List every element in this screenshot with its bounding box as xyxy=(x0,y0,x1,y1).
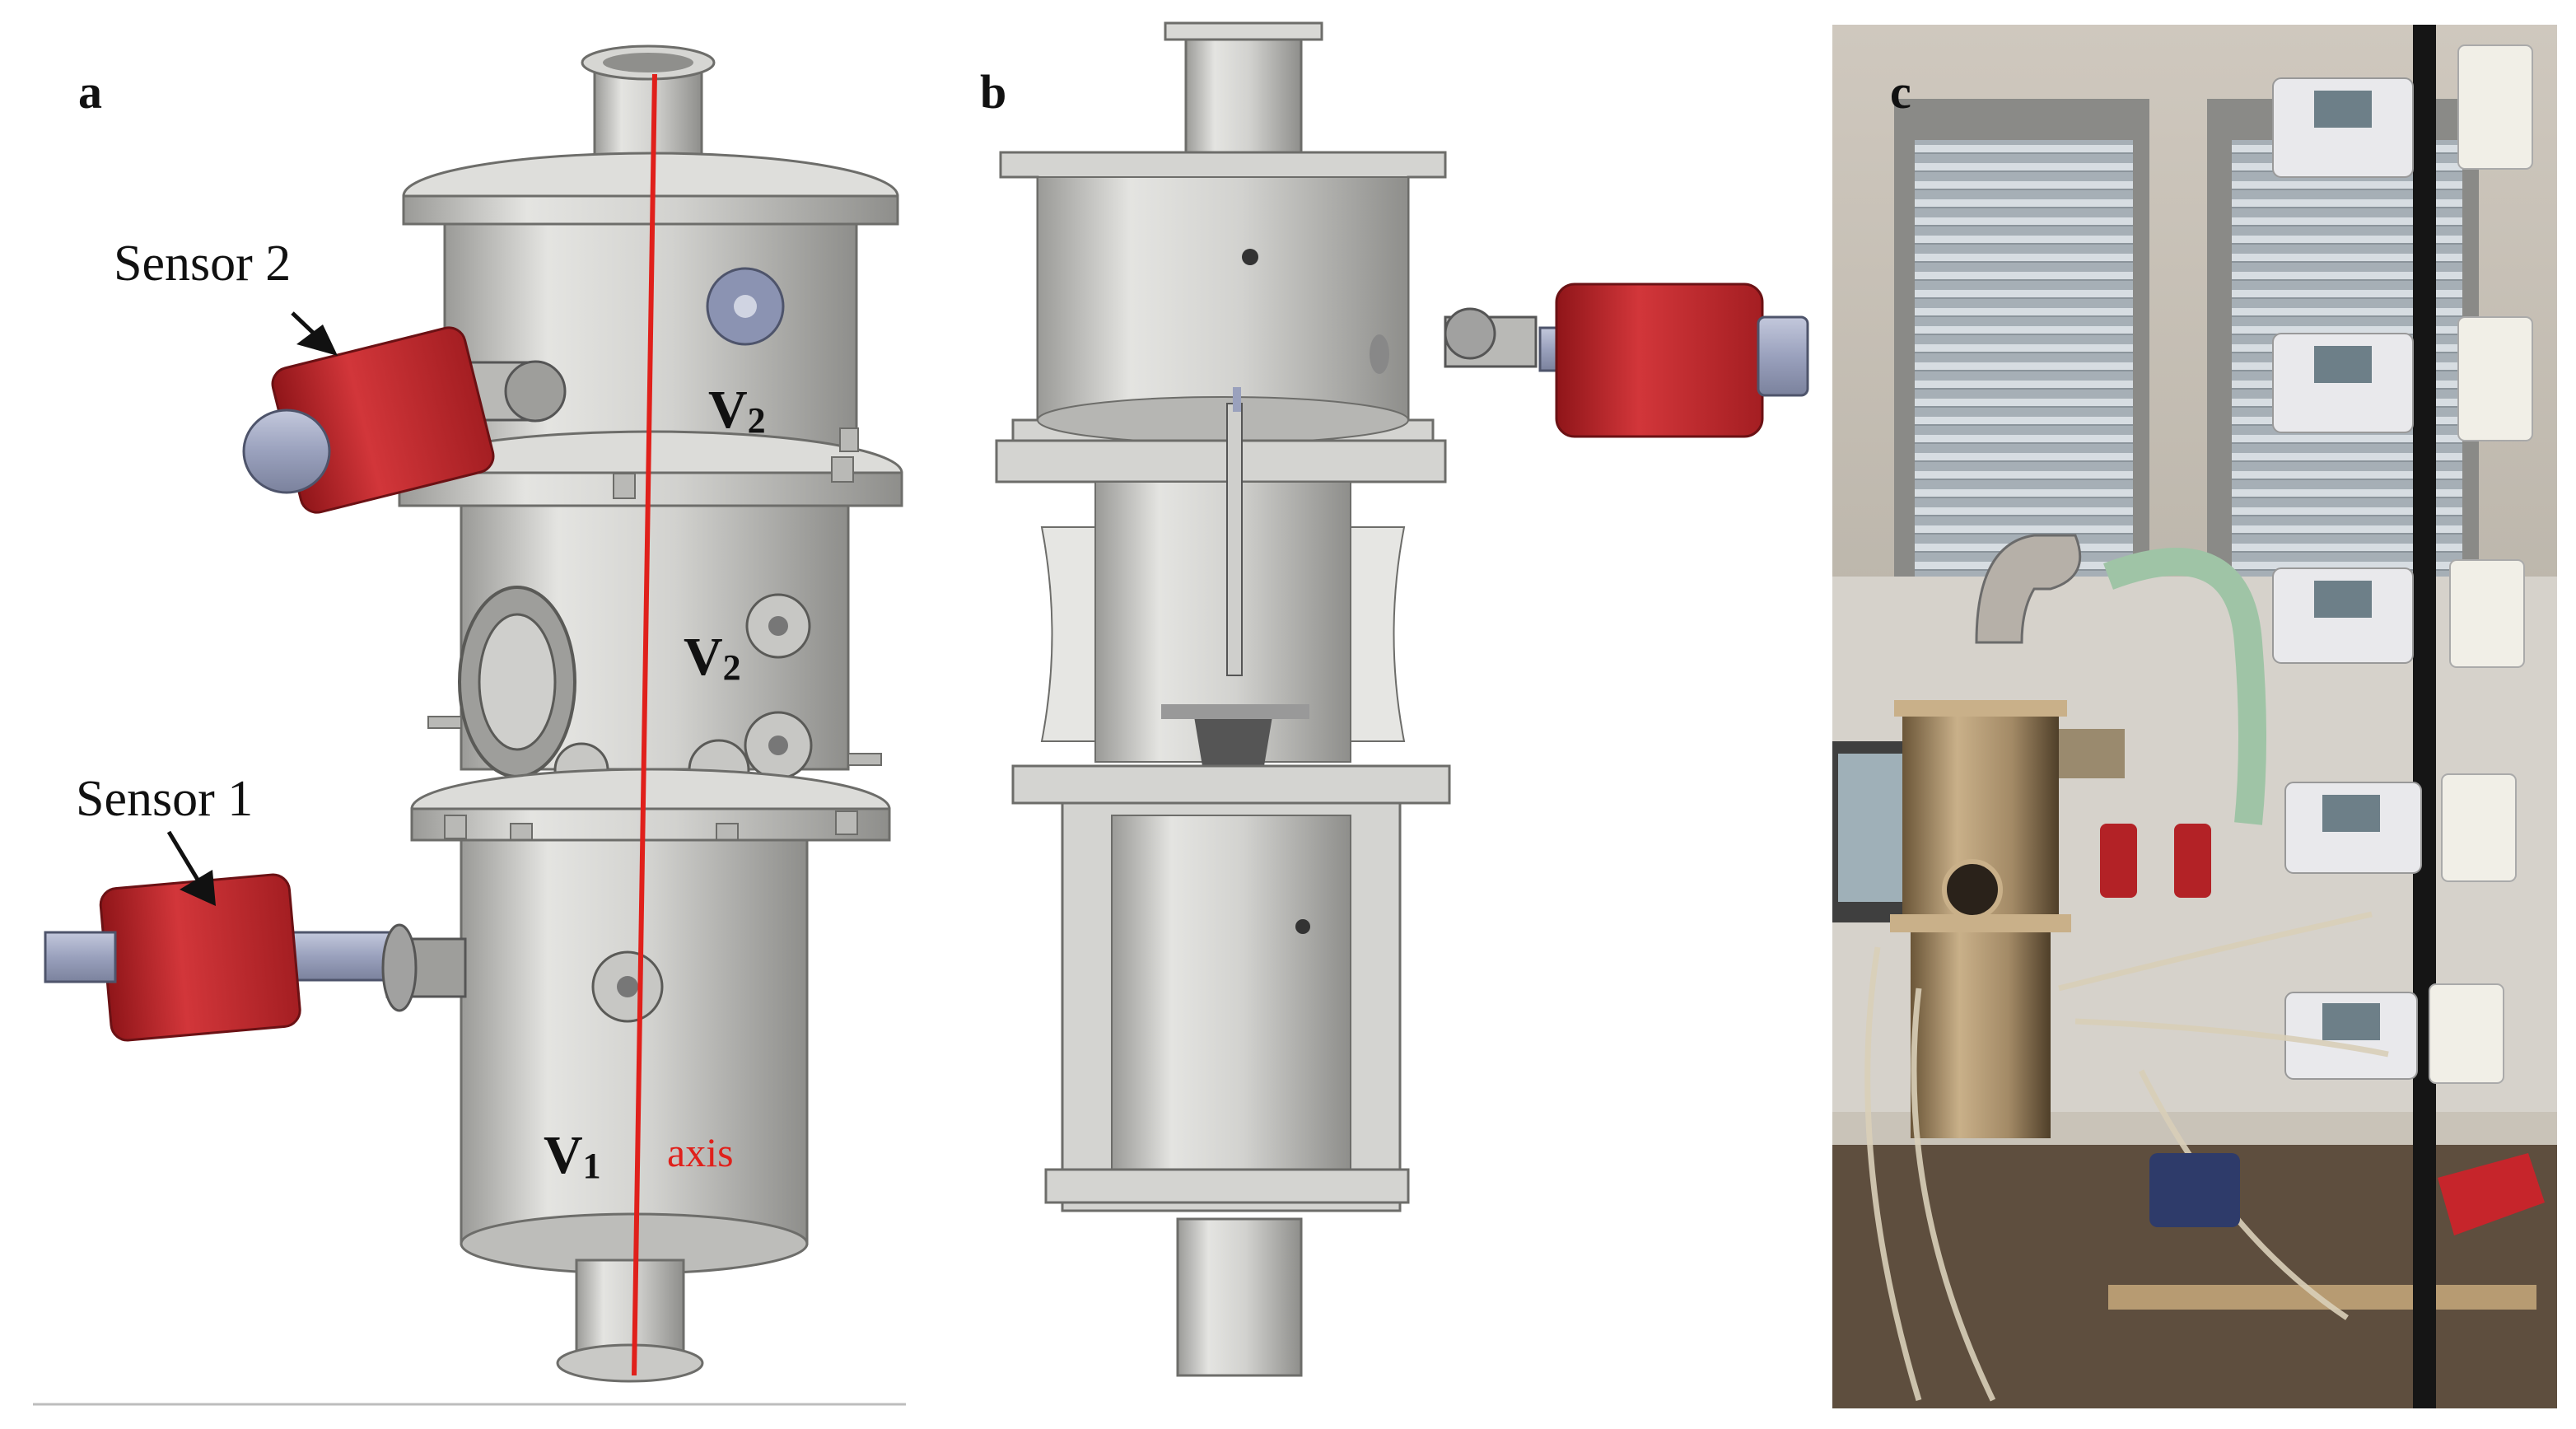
volume-v1-base: V xyxy=(544,1125,583,1185)
panel-c-label: c xyxy=(1890,65,1911,119)
bottom-outlet-pipe xyxy=(575,1259,685,1361)
sensor-1-callout-arrowhead xyxy=(180,870,216,906)
bottom-outlet-flange xyxy=(556,1343,704,1383)
volume-v2-lower-base: V xyxy=(684,627,723,687)
sensor-1-label: Sensor 1 xyxy=(76,771,254,827)
photo-chamber xyxy=(1890,534,2125,1138)
b-sensor xyxy=(1444,283,1809,438)
b-upper-chamber-interior xyxy=(1037,176,1409,421)
panel-b-label: b xyxy=(980,65,1007,119)
panel-a-cad-model xyxy=(33,44,906,1406)
b-sample-rod xyxy=(1226,403,1243,676)
volume-v1-label: V1 xyxy=(544,1124,601,1187)
sensor-1-assembly xyxy=(44,873,467,1042)
volume-v2-lower-label: V2 xyxy=(684,626,741,689)
volume-v2-upper-sub: 2 xyxy=(747,400,766,441)
panel-b-cross-section xyxy=(995,21,1809,1377)
b-lower-chamber-interior xyxy=(1111,815,1351,1203)
volume-v2-lower-sub: 2 xyxy=(722,647,741,688)
sensor-2-callout-arrowhead xyxy=(296,325,338,356)
axis-line xyxy=(632,73,657,1376)
sensor-2-assembly xyxy=(242,326,567,514)
volume-v2-upper-label: V2 xyxy=(708,379,766,441)
vertical-pole xyxy=(2413,25,2436,1408)
pressure-readouts xyxy=(2272,44,2533,1084)
volume-v1-sub: 1 xyxy=(582,1146,601,1186)
panel-c-photograph xyxy=(1832,25,2557,1408)
volume-v2-upper-base: V xyxy=(708,380,748,440)
sensor-1-callout-line xyxy=(166,830,200,881)
axis-label: axis xyxy=(667,1129,734,1175)
lower-chamber-body xyxy=(460,838,809,1245)
panel-a-label: a xyxy=(78,65,102,119)
b-bottom-pipe xyxy=(1176,1217,1303,1377)
sensor-2-label: Sensor 2 xyxy=(114,236,292,292)
green-hose xyxy=(2103,548,2266,825)
b-top-pipe xyxy=(1184,23,1303,175)
